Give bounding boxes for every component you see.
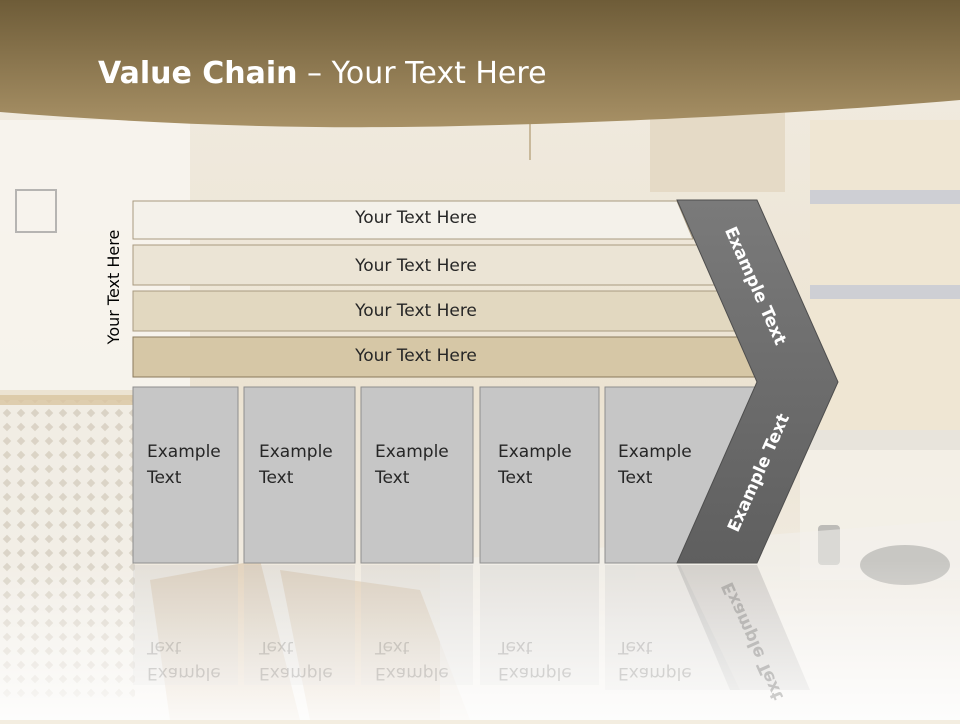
box-1-label: Example Text	[147, 442, 221, 488]
box-2-reflection: Example Text	[259, 637, 333, 683]
page-title: Value Chain – Your Text Here	[98, 52, 547, 96]
box-5-reflection: Example Text	[618, 637, 692, 683]
title-rest: – Your Text Here	[297, 56, 547, 91]
box-4-reflection: Example Text	[498, 637, 572, 683]
box-5-label: Example Text	[618, 442, 692, 488]
box-3-shape	[360, 386, 474, 564]
box-3-label: Example Text	[375, 442, 449, 488]
box-2-shape	[243, 386, 356, 564]
box-4-shape	[479, 386, 600, 564]
box-3-reflection: Example Text	[375, 637, 449, 683]
bar-2-label: Your Text Here	[355, 256, 477, 276]
bottom-fade	[0, 560, 960, 720]
box-4-label: Example Text	[498, 442, 572, 488]
bar-1-label: Your Text Here	[355, 208, 477, 228]
bar-3-label: Your Text Here	[355, 301, 477, 321]
box-1-reflection: Example Text	[147, 637, 221, 683]
header-band	[0, 0, 960, 128]
title-bold: Value Chain	[98, 56, 298, 91]
bar-4-label: Your Text Here	[355, 346, 477, 366]
bar-1-shape	[132, 200, 694, 240]
side-label: Your Text Here	[104, 229, 123, 345]
box-2-label: Example Text	[259, 442, 333, 488]
